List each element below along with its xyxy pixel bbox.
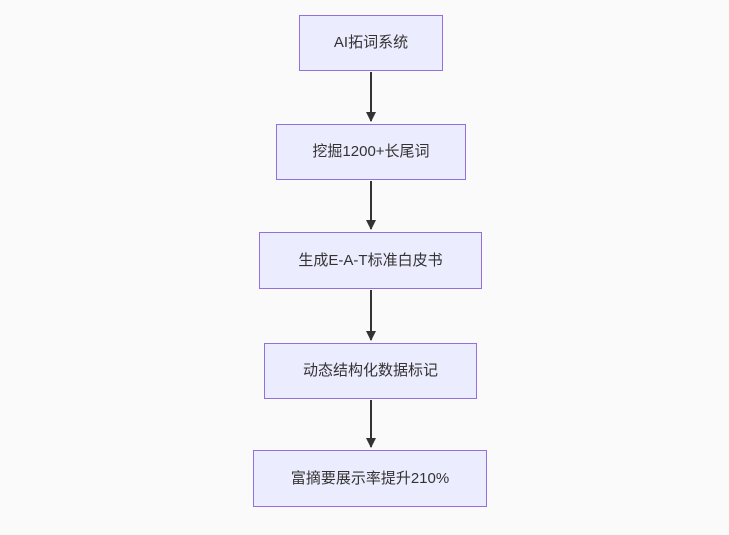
flowchart-node-ai-word-expansion-system: AI拓词系统 [299,15,443,71]
node-label: 生成E-A-T标准白皮书 [298,251,443,269]
node-label: 动态结构化数据标记 [302,362,438,379]
node-label: AI拓词系统 [333,34,409,51]
node-label: 挖掘1200+长尾词 [312,143,430,160]
node-label: 富摘要展示率提升210% [290,469,450,487]
flowchart-node-rich-snippet-rate-increase: 富摘要展示率提升210% [253,450,487,507]
flowchart-node-mine-longtail-keywords: 挖掘1200+长尾词 [276,124,466,180]
flowchart-node-generate-eat-whitepaper: 生成E-A-T标准白皮书 [259,232,482,289]
flowchart-node-dynamic-structured-data-markup: 动态结构化数据标记 [264,343,477,399]
